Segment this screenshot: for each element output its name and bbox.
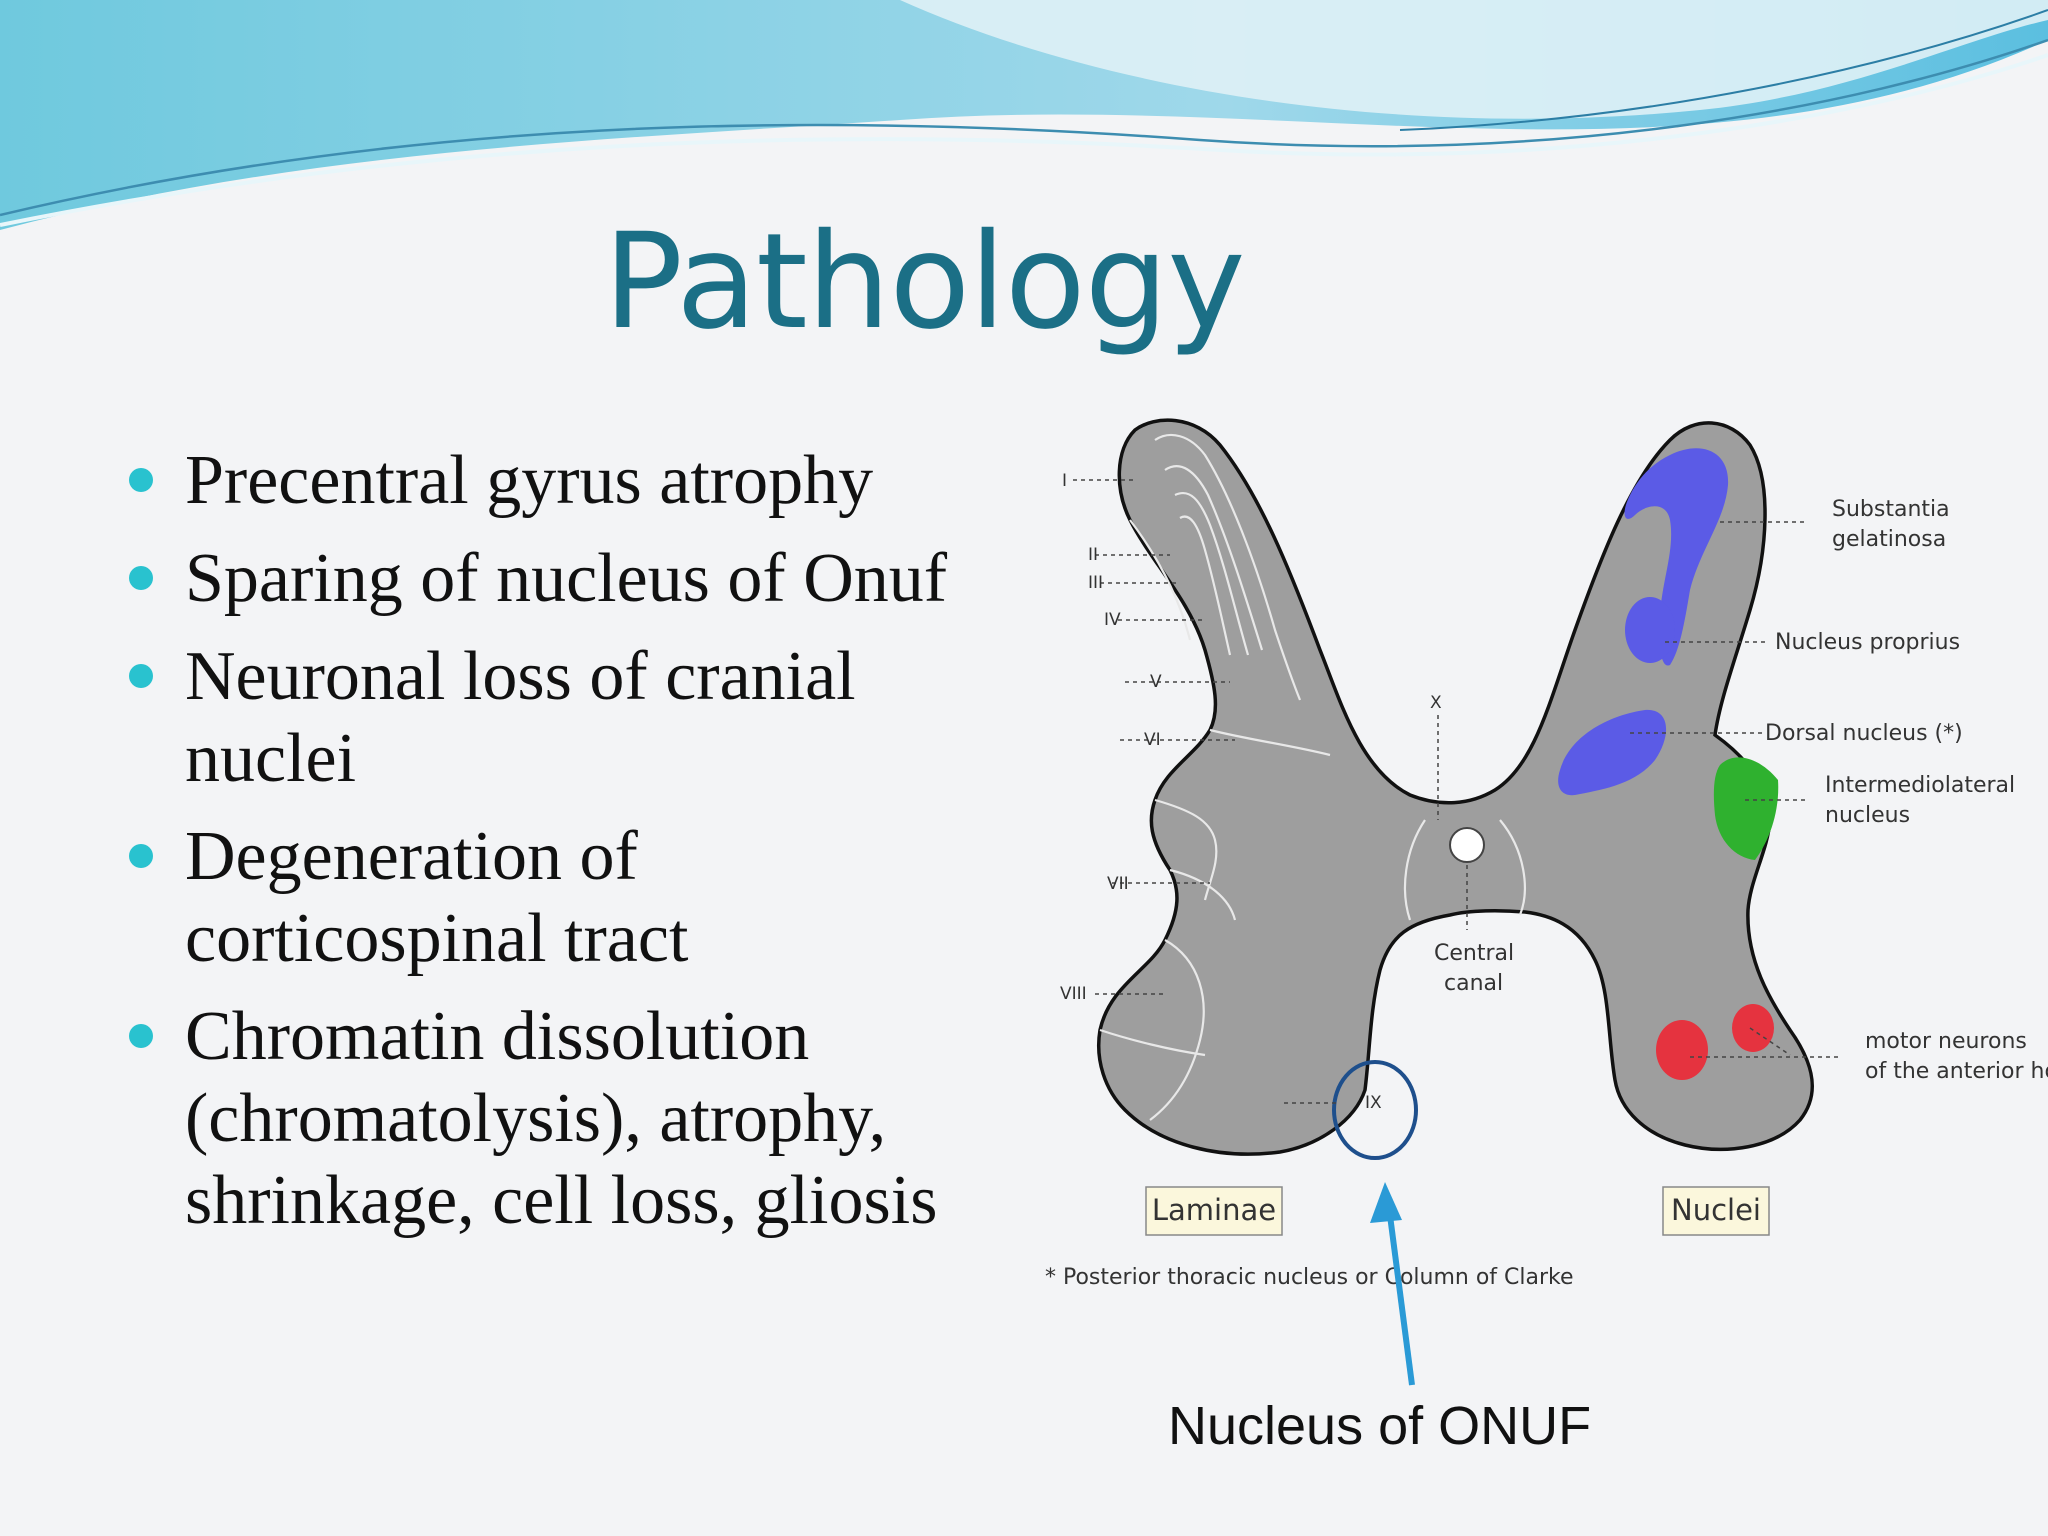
bullet-text: Chromatin dissolution (chromatolysis), a… <box>185 998 938 1239</box>
dorsal-nucleus-blob <box>1558 709 1667 796</box>
bullet-dot-icon <box>129 1024 153 1048</box>
bullet-item: Sparing of nucleus of Onuf <box>125 538 1005 620</box>
motor-neurons-label: motor neurons <box>1865 1029 2027 1054</box>
nucleus-proprius-blob <box>1625 597 1675 663</box>
header-wave-decoration <box>0 0 2048 230</box>
motor-neuron-blob <box>1656 1020 1708 1080</box>
lamina-label: V <box>1150 672 1162 692</box>
lamina-label: IV <box>1104 610 1121 630</box>
onuf-highlight-circle <box>1332 1060 1418 1160</box>
nucleus-proprius-label: Nucleus proprius <box>1775 630 1960 655</box>
lamina-label: I <box>1062 471 1067 491</box>
substantia-gelatinosa-blob <box>1624 448 1729 666</box>
lamina-label: X <box>1430 693 1442 713</box>
central-canal-circle <box>1449 827 1485 863</box>
intermediolateral-label: Intermediolateral <box>1825 773 2015 798</box>
nuclei-legend-box <box>1662 1186 1770 1236</box>
bullet-dot-icon <box>129 468 153 492</box>
bullet-text: Sparing of nucleus of Onuf <box>185 540 948 617</box>
lamina-leader-lines <box>1073 479 1468 1104</box>
bullet-item: Chromatin dissolution (chromatolysis), a… <box>125 996 1005 1242</box>
onuf-annotation: Nucleus of ONUF <box>1168 1396 1592 1456</box>
spinal-cord-diagram: I II III IV V VI VII VIII IX X Substanti… <box>1045 418 2048 1386</box>
lamina-lines <box>1099 433 1526 1121</box>
substantia-gelatinosa-label-2: gelatinosa <box>1832 527 1946 552</box>
laminae-legend-box <box>1145 1186 1283 1236</box>
intermediolateral-nucleus-blob <box>1713 757 1779 860</box>
bullet-text: Neuronal loss of cranial nuclei <box>185 638 856 797</box>
bullet-item: Degeneration of corticospinal tract <box>125 816 1005 980</box>
substantia-gelatinosa-label: Substantia <box>1832 497 1950 522</box>
bullet-dot-icon <box>129 664 153 688</box>
lamina-label: IX <box>1365 1093 1382 1113</box>
lamina-label: VIII <box>1060 984 1087 1004</box>
bullet-dot-icon <box>129 844 153 868</box>
grey-matter-body <box>1097 418 1814 1156</box>
nucleus-leader-lines <box>1630 521 1838 1058</box>
bullet-dot-icon <box>129 566 153 590</box>
nuclei-legend-label: Nuclei <box>1671 1193 1761 1227</box>
dorsal-nucleus-label: Dorsal nucleus (*) <box>1765 721 1963 746</box>
central-canal-label-2: canal <box>1444 971 1503 996</box>
diagram-footnote: * Posterior thoracic nucleus or Column o… <box>1045 1265 1574 1290</box>
lamina-label: VII <box>1107 874 1129 894</box>
bullet-text: Degeneration of corticospinal tract <box>185 818 689 977</box>
bullet-list: Precentral gyrus atrophy Sparing of nucl… <box>125 440 1005 1258</box>
lamina-label: II <box>1088 545 1098 565</box>
motor-neuron-blob <box>1732 1004 1774 1052</box>
motor-neurons-label-2: of the anterior ho <box>1865 1059 2048 1084</box>
slide-title: Pathology <box>603 205 1245 359</box>
intermediolateral-label-2: nucleus <box>1825 803 1910 828</box>
laminae-legend-label: Laminae <box>1152 1193 1276 1227</box>
lamina-label: III <box>1088 573 1103 593</box>
bullet-text: Precentral gyrus atrophy <box>185 442 874 519</box>
lamina-label: VI <box>1144 730 1161 750</box>
central-canal-label: Central <box>1434 941 1514 966</box>
bullet-item: Precentral gyrus atrophy <box>125 440 1005 522</box>
bullet-item: Neuronal loss of cranial nuclei <box>125 636 1005 800</box>
onuf-arrow-icon <box>1370 1182 1415 1386</box>
